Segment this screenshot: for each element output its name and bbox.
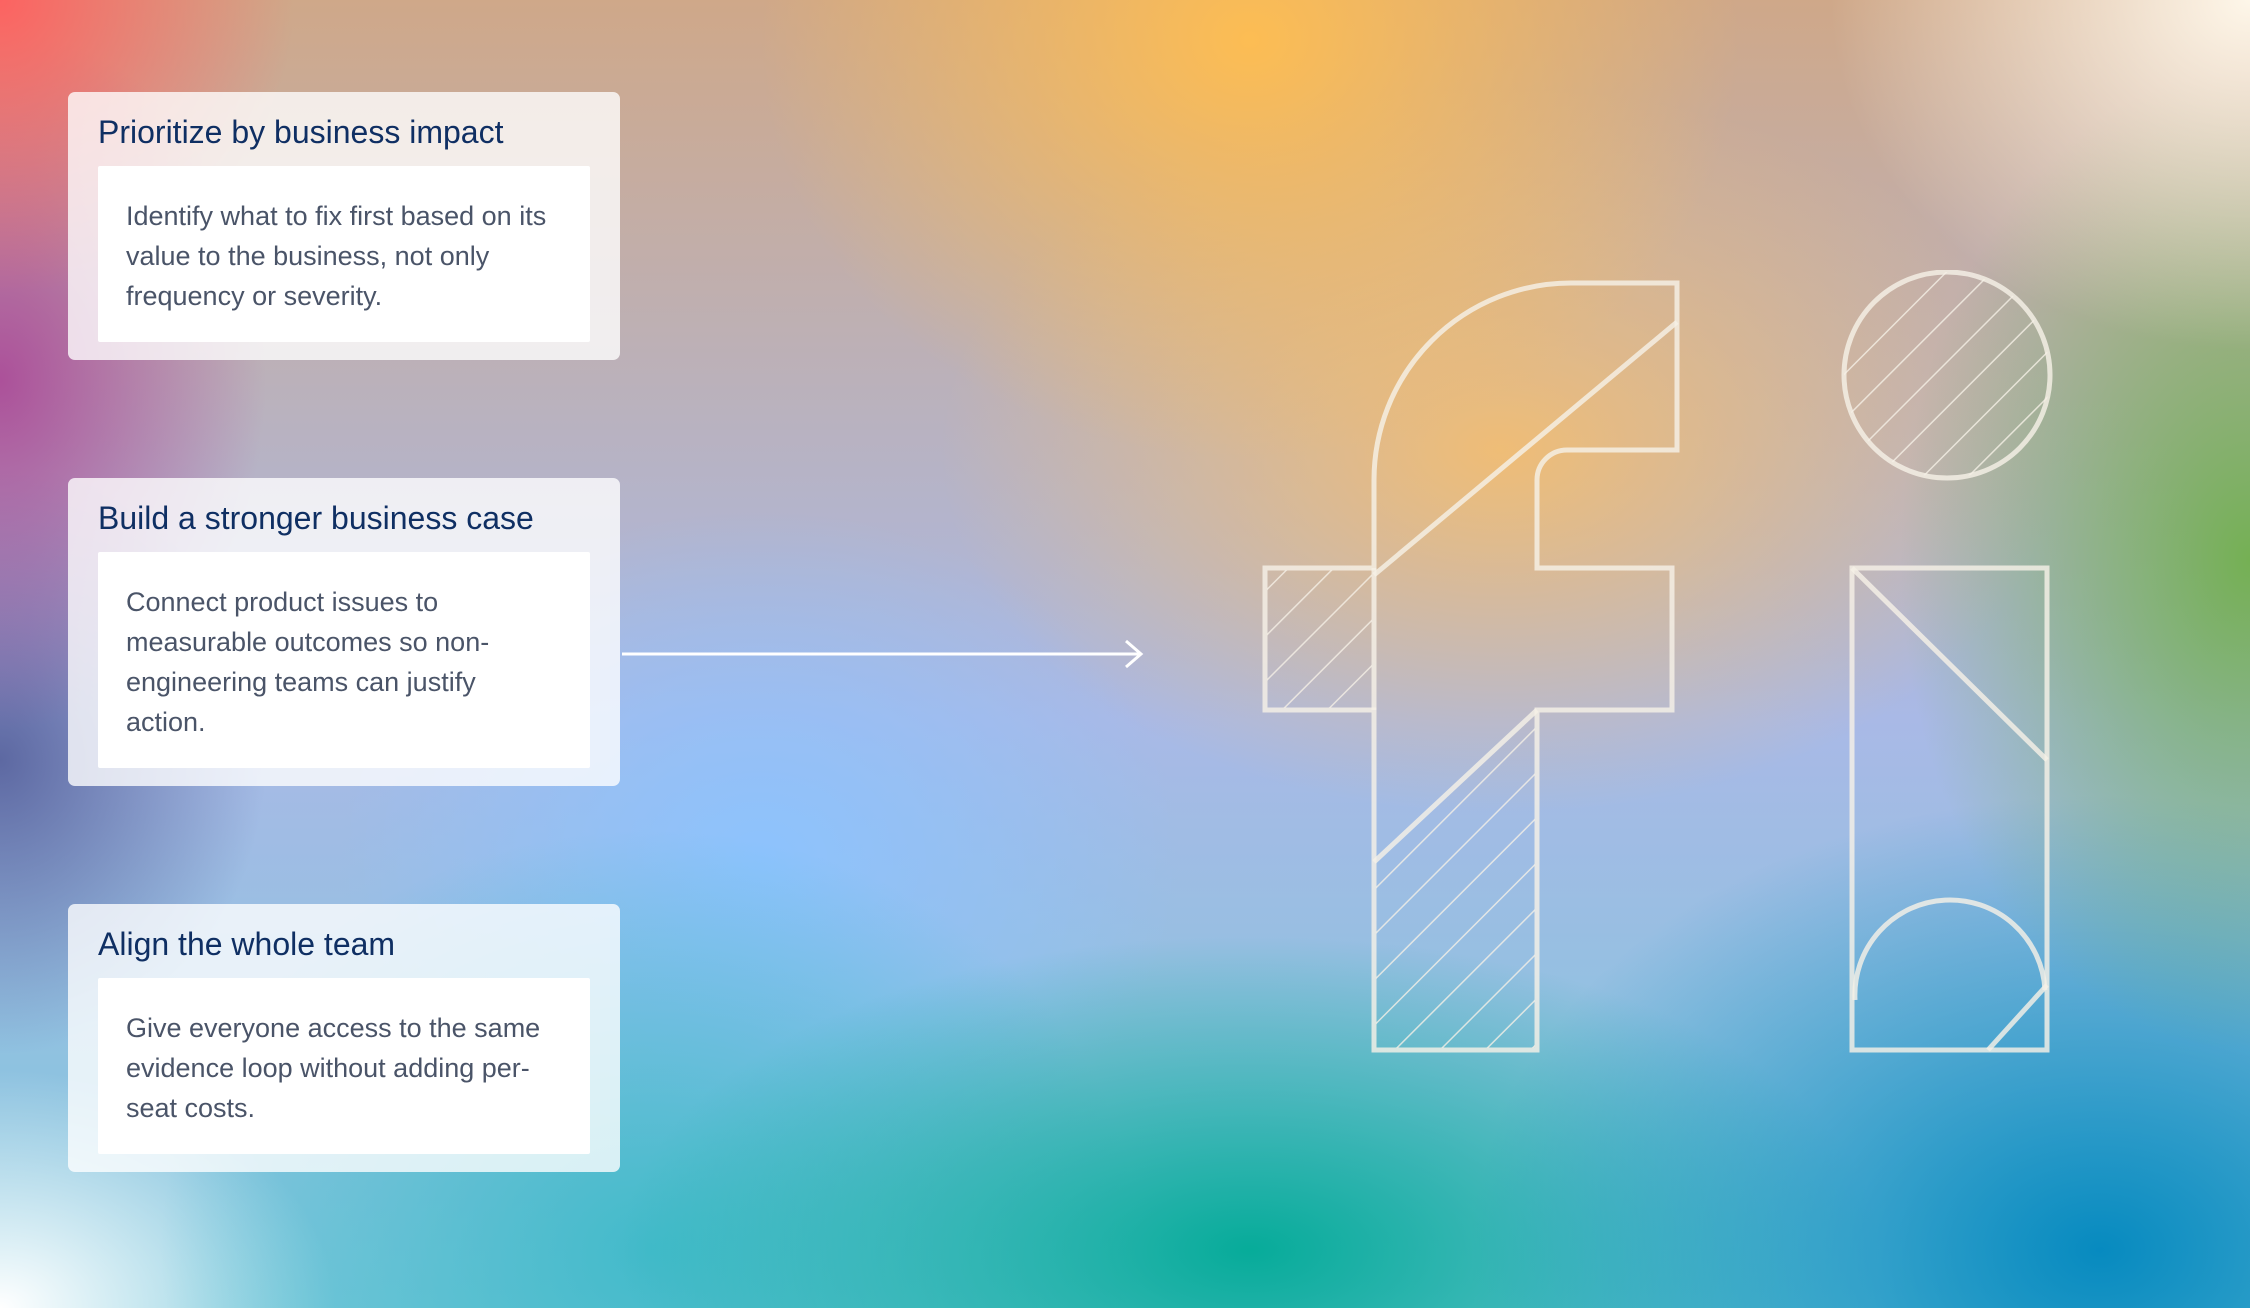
feature-card-prioritize: Prioritize by business impact Identify w… bbox=[68, 92, 620, 360]
card-title: Prioritize by business impact bbox=[98, 114, 504, 150]
card-description: Give everyone access to the same evidenc… bbox=[98, 978, 590, 1154]
arrow-right-icon bbox=[622, 639, 1144, 669]
feature-card-business-case: Build a stronger business case Connect p… bbox=[68, 478, 620, 786]
fi-logo-icon bbox=[1262, 270, 2053, 1053]
card-title: Align the whole team bbox=[98, 926, 396, 962]
card-description: Identify what to fix first based on its … bbox=[98, 166, 590, 342]
card-title: Build a stronger business case bbox=[98, 500, 534, 536]
card-description: Connect product issues to measurable out… bbox=[98, 552, 590, 768]
feature-card-align-team: Align the whole team Give everyone acces… bbox=[68, 904, 620, 1172]
